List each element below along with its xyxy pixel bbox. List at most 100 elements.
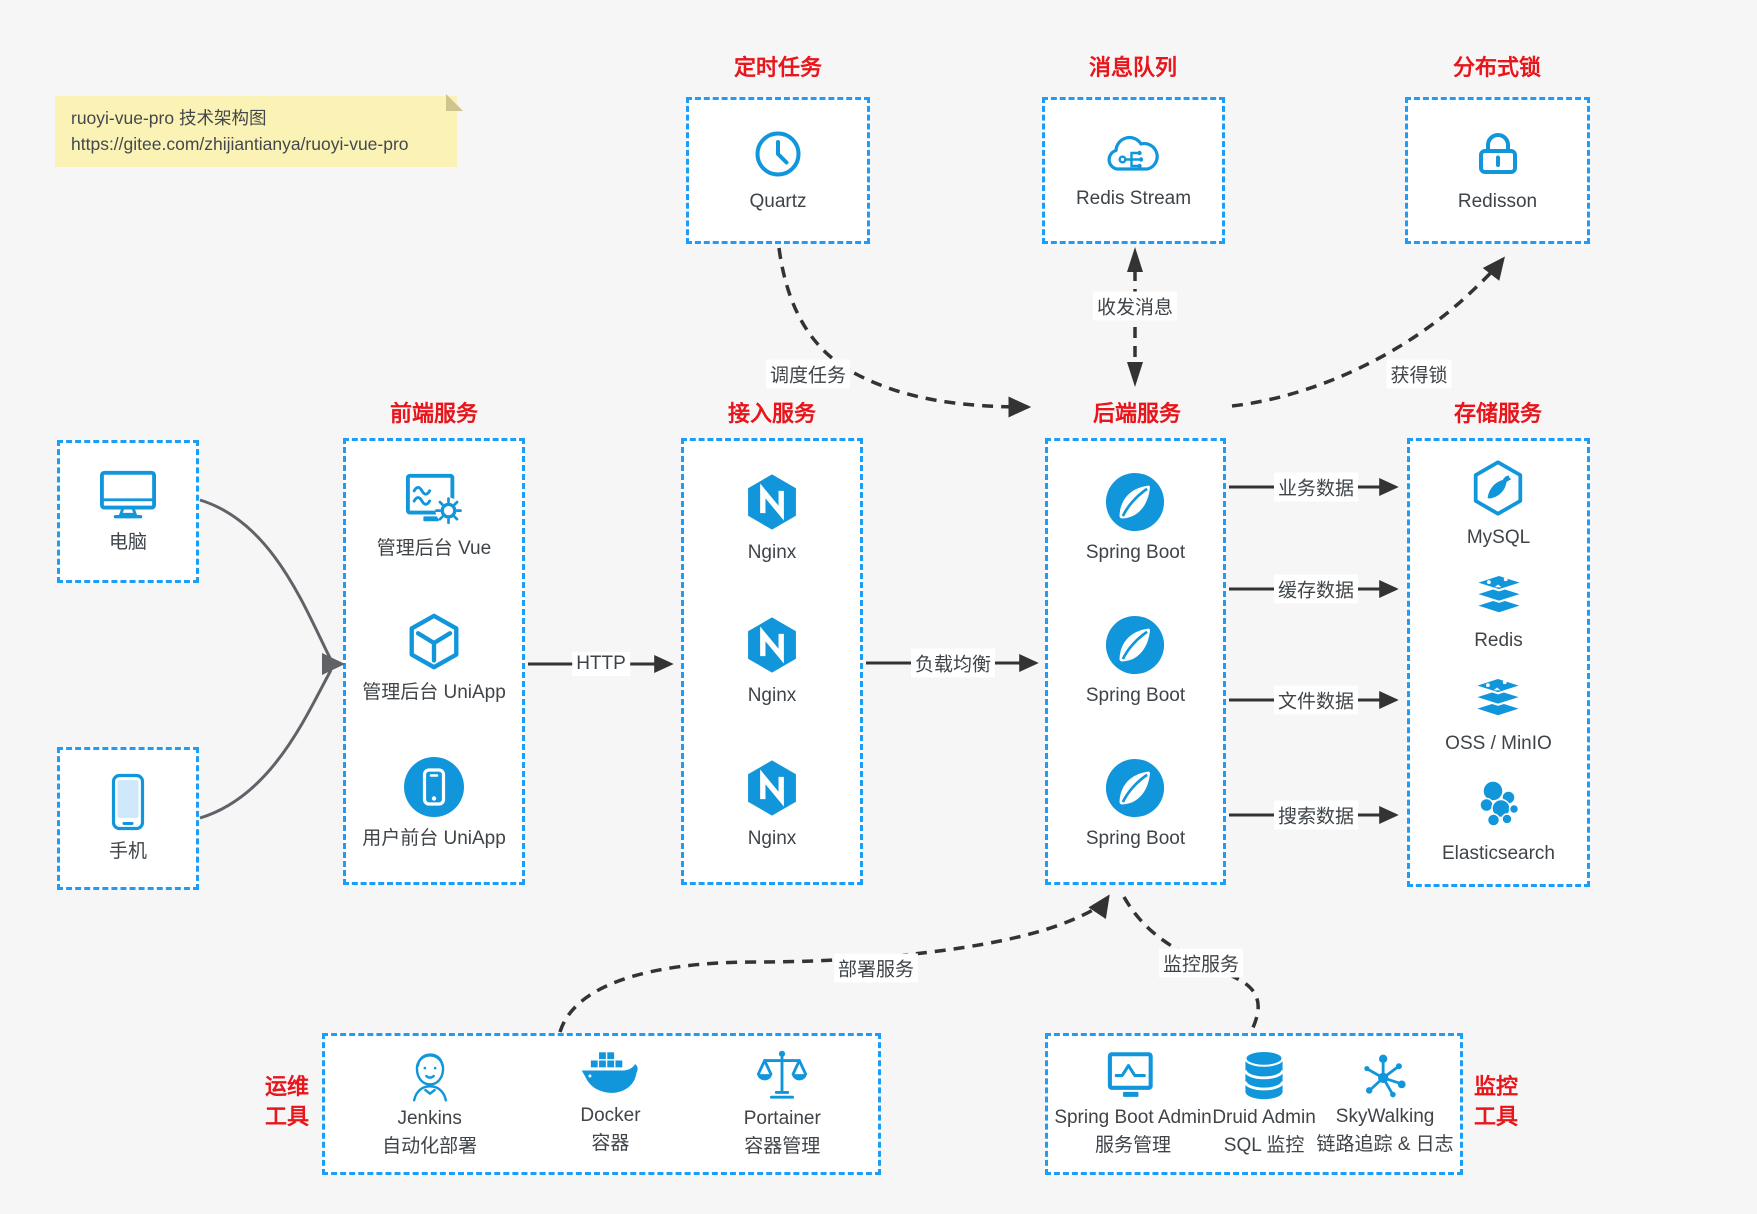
box-ops-tools: Jenkins 自动化部署 Docker 容器 Portainer 容器管理 bbox=[322, 1033, 881, 1175]
title-gateway: 接入服务 bbox=[727, 401, 817, 426]
note-url: https://gitee.com/zhijiantianya/ruoyi-vu… bbox=[71, 134, 409, 154]
edge-label-http: HTTP bbox=[572, 652, 630, 676]
box-phone: 手机 bbox=[57, 747, 199, 890]
node-label: Redisson bbox=[1457, 191, 1538, 213]
box-mq: Redis Stream bbox=[1042, 97, 1225, 244]
node-redis: Redis bbox=[1468, 573, 1530, 654]
client-merge-arrowhead bbox=[322, 653, 345, 675]
nginx-icon bbox=[741, 471, 803, 533]
phone-circle-icon bbox=[402, 755, 466, 819]
edge-label-message: 收发消息 bbox=[1092, 291, 1178, 321]
message-arrowhead-up bbox=[1127, 247, 1143, 272]
mysql-dolphin-icon bbox=[1468, 458, 1528, 518]
nginx-icon bbox=[741, 614, 803, 676]
node-phone: 手机 bbox=[108, 772, 148, 865]
node-elasticsearch: Elasticsearch bbox=[1442, 778, 1555, 867]
docker-whale-icon bbox=[579, 1051, 641, 1101]
edge-label-deploy: 部署服务 bbox=[833, 953, 919, 983]
node-label: Nginx bbox=[747, 828, 797, 850]
node-label: Quartz bbox=[749, 191, 807, 213]
scales-icon bbox=[755, 1048, 809, 1104]
node-label: Redis bbox=[1474, 629, 1523, 651]
node-label: 用户前台 UniApp bbox=[362, 827, 506, 849]
node-skywalking: SkyWalking 链路追踪 & 日志 bbox=[1316, 1050, 1454, 1157]
node-label: 管理后台 UniApp bbox=[362, 682, 506, 704]
node-sublabel: 容器 bbox=[591, 1133, 630, 1154]
client-merge-arrows bbox=[199, 498, 333, 820]
box-gateway: Nginx Nginx Nginx bbox=[681, 438, 863, 885]
box-monitor-tools: Spring Boot Admin 服务管理 Druid Admin SQL 监… bbox=[1045, 1033, 1463, 1175]
node-label: Jenkins bbox=[397, 1108, 462, 1130]
title-monitor-tools: 监控 工具 bbox=[1473, 1074, 1519, 1129]
node-spring-boot-admin: Spring Boot Admin 服务管理 bbox=[1054, 1049, 1212, 1158]
title-mq: 消息队列 bbox=[1088, 55, 1178, 80]
node-nginx-1: Nginx bbox=[741, 471, 803, 566]
elasticsearch-icon bbox=[1471, 778, 1527, 834]
node-sublabel: 自动化部署 bbox=[382, 1136, 478, 1157]
node-nginx-2: Nginx bbox=[741, 614, 803, 709]
spring-boot-icon bbox=[1104, 471, 1166, 533]
redis-stack-icon bbox=[1468, 573, 1530, 621]
spring-boot-icon bbox=[1104, 614, 1166, 676]
mobile-phone-icon bbox=[108, 772, 148, 832]
node-user-uniapp: 用户前台 UniApp bbox=[362, 755, 506, 852]
title-frontend: 前端服务 bbox=[389, 401, 479, 426]
box-lock: Redisson bbox=[1405, 97, 1590, 244]
computer-icon bbox=[97, 467, 159, 523]
database-cylinder-icon bbox=[1238, 1049, 1290, 1103]
node-jenkins: Jenkins 自动化部署 bbox=[382, 1048, 477, 1159]
node-sublabel: 服务管理 bbox=[1094, 1135, 1171, 1156]
node-oss-minio: OSS / MinIO bbox=[1445, 676, 1552, 757]
edge-label-cache: 缓存数据 bbox=[1273, 574, 1359, 604]
note-title: ruoyi-vue-pro 技术架构图 bbox=[71, 108, 267, 128]
edge-label-getlock: 获得锁 bbox=[1386, 359, 1452, 389]
node-label: Spring Boot Admin bbox=[1054, 1107, 1212, 1129]
node-computer: 电脑 bbox=[97, 467, 159, 556]
node-sublabel: 链路追踪 & 日志 bbox=[1316, 1134, 1454, 1155]
node-label: Nginx bbox=[747, 685, 797, 707]
title-backend: 后端服务 bbox=[1092, 401, 1182, 426]
node-label: MySQL bbox=[1466, 527, 1531, 549]
spring-boot-icon bbox=[1104, 757, 1166, 819]
box-backend: Spring Boot Spring Boot Spring Boot bbox=[1045, 438, 1226, 885]
node-label: SkyWalking bbox=[1335, 1106, 1435, 1128]
node-label: Portainer bbox=[743, 1108, 821, 1130]
node-label: Elasticsearch bbox=[1442, 843, 1555, 865]
node-druid-admin: Druid Admin SQL 监控 bbox=[1212, 1049, 1316, 1158]
node-portainer: Portainer 容器管理 bbox=[744, 1048, 821, 1159]
node-redis-stream: Redis Stream bbox=[1076, 129, 1191, 212]
node-label: OSS / MinIO bbox=[1445, 732, 1552, 754]
node-nginx-3: Nginx bbox=[741, 757, 803, 852]
node-label: 手机 bbox=[108, 841, 147, 863]
node-quartz: Quartz bbox=[749, 126, 807, 215]
node-label: Docker bbox=[580, 1105, 641, 1127]
node-label: Druid Admin bbox=[1212, 1107, 1316, 1129]
lock-icon bbox=[1470, 126, 1526, 182]
edge-label-file: 文件数据 bbox=[1273, 685, 1359, 715]
title-ops-tools: 运维 工具 bbox=[264, 1074, 310, 1129]
edge-label-lb: 负载均衡 bbox=[910, 648, 996, 678]
node-admin-uniapp: 管理后台 UniApp bbox=[362, 611, 506, 706]
node-label: 电脑 bbox=[108, 532, 147, 554]
cube-icon bbox=[403, 611, 465, 673]
node-label: Spring Boot bbox=[1085, 685, 1186, 707]
node-sublabel: SQL 监控 bbox=[1223, 1135, 1305, 1156]
message-arrowhead-down bbox=[1127, 362, 1143, 387]
nginx-icon bbox=[741, 757, 803, 819]
node-sublabel: 容器管理 bbox=[744, 1136, 821, 1157]
node-label: Redis Stream bbox=[1075, 188, 1192, 210]
chart-monitor-icon bbox=[1104, 1049, 1162, 1103]
node-label: Spring Boot bbox=[1085, 828, 1186, 850]
node-label: Nginx bbox=[747, 542, 797, 564]
clock-icon bbox=[750, 126, 806, 182]
network-nodes-icon bbox=[1359, 1050, 1411, 1102]
node-mysql: MySQL bbox=[1467, 458, 1530, 551]
cloud-network-icon bbox=[1101, 129, 1165, 179]
jenkins-icon bbox=[403, 1048, 457, 1104]
box-frontend: 管理后台 Vue 管理后台 UniApp 用户前台 UniApp bbox=[343, 438, 525, 885]
edge-label-monitor: 监控服务 bbox=[1158, 948, 1244, 978]
title-scheduler: 定时任务 bbox=[733, 55, 823, 80]
sticky-note: ruoyi-vue-pro 技术架构图 https://gitee.com/zh… bbox=[55, 94, 463, 167]
node-label: Spring Boot bbox=[1085, 542, 1186, 564]
